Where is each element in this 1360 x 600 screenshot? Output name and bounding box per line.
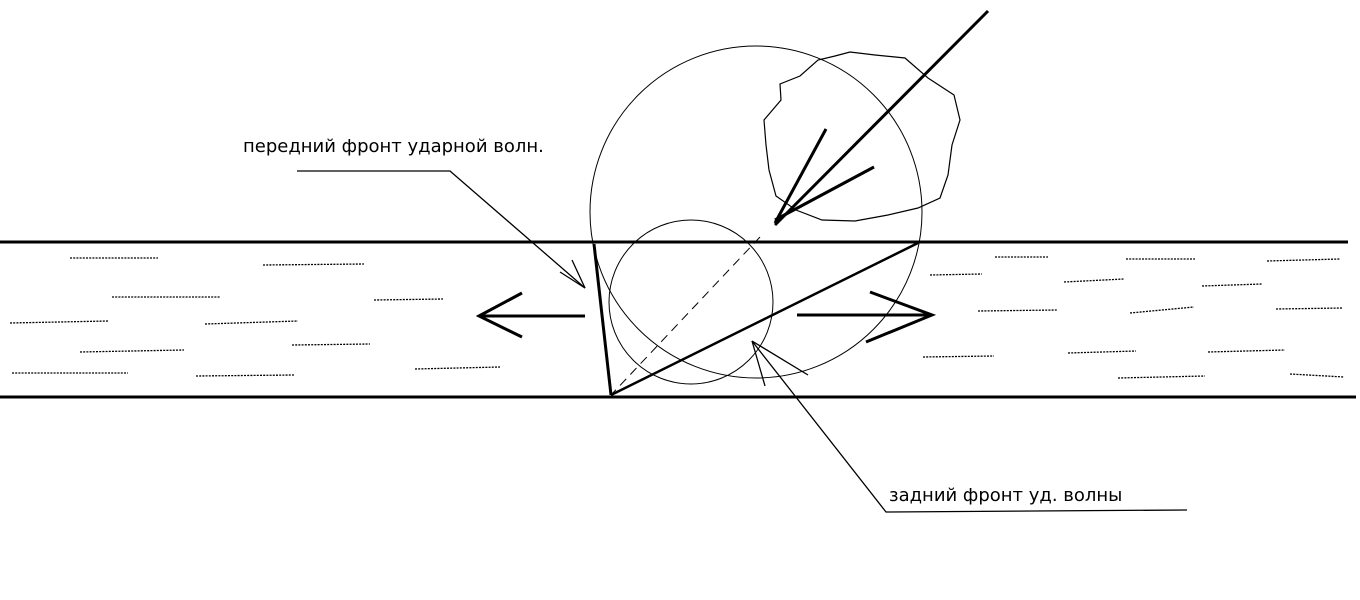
trajectory-line xyxy=(773,9,990,227)
fan-ray-upper xyxy=(773,128,828,224)
left-arrow xyxy=(475,291,585,339)
fluid-dashes-left xyxy=(9,257,501,377)
fluid-dashes-right xyxy=(922,256,1345,379)
front-shock-line xyxy=(592,243,613,396)
small-circle xyxy=(608,219,774,385)
rear-shock-wave-label: задний фронт уд. волны xyxy=(889,485,1122,506)
front-label-leader xyxy=(297,170,586,289)
rear-shock-line xyxy=(610,241,919,397)
rear-label-leader xyxy=(751,340,1188,513)
right-arrow xyxy=(797,290,937,344)
fan-ray-lower xyxy=(774,165,875,222)
front-shock-wave-label: передний фронт ударной волн. xyxy=(243,136,544,157)
dashed-trajectory-extension xyxy=(610,236,761,396)
large-circle xyxy=(589,45,923,379)
